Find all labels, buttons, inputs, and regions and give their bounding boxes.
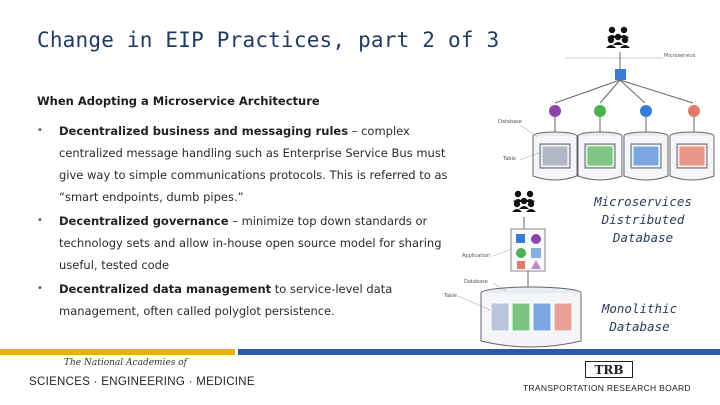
bullet-text: – complex centralized message handling s… — [59, 124, 448, 204]
service-red-icon — [688, 105, 700, 117]
bullet-item: • Decentralized data management to servi… — [37, 278, 457, 322]
monolithic-caption: Monolithic Database — [592, 300, 687, 336]
service-green-icon — [594, 105, 606, 117]
caption-line: Distributed — [601, 212, 685, 227]
database-label-top: Database — [498, 119, 522, 125]
database-icon — [669, 131, 715, 181]
slide-title: Change in EIP Practices, part 2 of 3 — [37, 28, 500, 52]
people-icon — [606, 27, 630, 48]
microservice-node-icon — [615, 69, 626, 80]
service-hex-icon — [549, 105, 561, 117]
table-label-bottom: Table — [444, 293, 457, 299]
nas-logo-line2: SCIENCES · ENGINEERING · MEDICINE — [29, 376, 255, 388]
microservices-caption: Microservices Distributed Database — [588, 193, 698, 247]
table-label-top: Table — [503, 156, 516, 162]
bullet-text: – minimize top down standards or technol… — [59, 214, 442, 272]
people-icon — [512, 191, 536, 212]
caption-line: Database — [609, 319, 670, 334]
trb-logo: TRB — [585, 361, 633, 378]
trb-name: TRANSPORTATION RESEARCH BOARD — [523, 383, 691, 393]
bullet-glyph: • — [37, 215, 43, 226]
application-icon — [510, 228, 546, 272]
bullet-heading: Decentralized governance — [59, 214, 229, 228]
bullet-list: • Decentralized business and messaging r… — [37, 120, 457, 324]
monolithic-database-icon — [480, 286, 582, 348]
bullet-glyph: • — [37, 125, 43, 136]
slide-subtitle: When Adopting a Microservice Architectur… — [37, 94, 320, 108]
bullet-heading: Decentralized data management — [59, 282, 272, 296]
microservice-label: Microservice — [664, 53, 696, 59]
bullet-glyph: • — [37, 283, 43, 294]
application-label: Application — [462, 253, 490, 259]
database-label-bottom: Database — [464, 279, 488, 285]
bullet-text: to service-level data management, often … — [59, 282, 393, 318]
caption-line: Database — [612, 230, 674, 245]
database-icon — [532, 131, 578, 181]
caption-line: Monolithic — [601, 301, 678, 316]
service-blue-icon — [640, 105, 652, 117]
database-icon — [623, 131, 669, 181]
bullet-item: • Decentralized governance – minimize to… — [37, 210, 457, 276]
database-icon — [577, 131, 623, 181]
bullet-item: • Decentralized business and messaging r… — [37, 120, 457, 208]
nas-logo-line1: The National Academies of — [64, 358, 188, 368]
caption-line: Microservices — [594, 194, 692, 209]
bullet-heading: Decentralized business and messaging rul… — [59, 124, 349, 138]
